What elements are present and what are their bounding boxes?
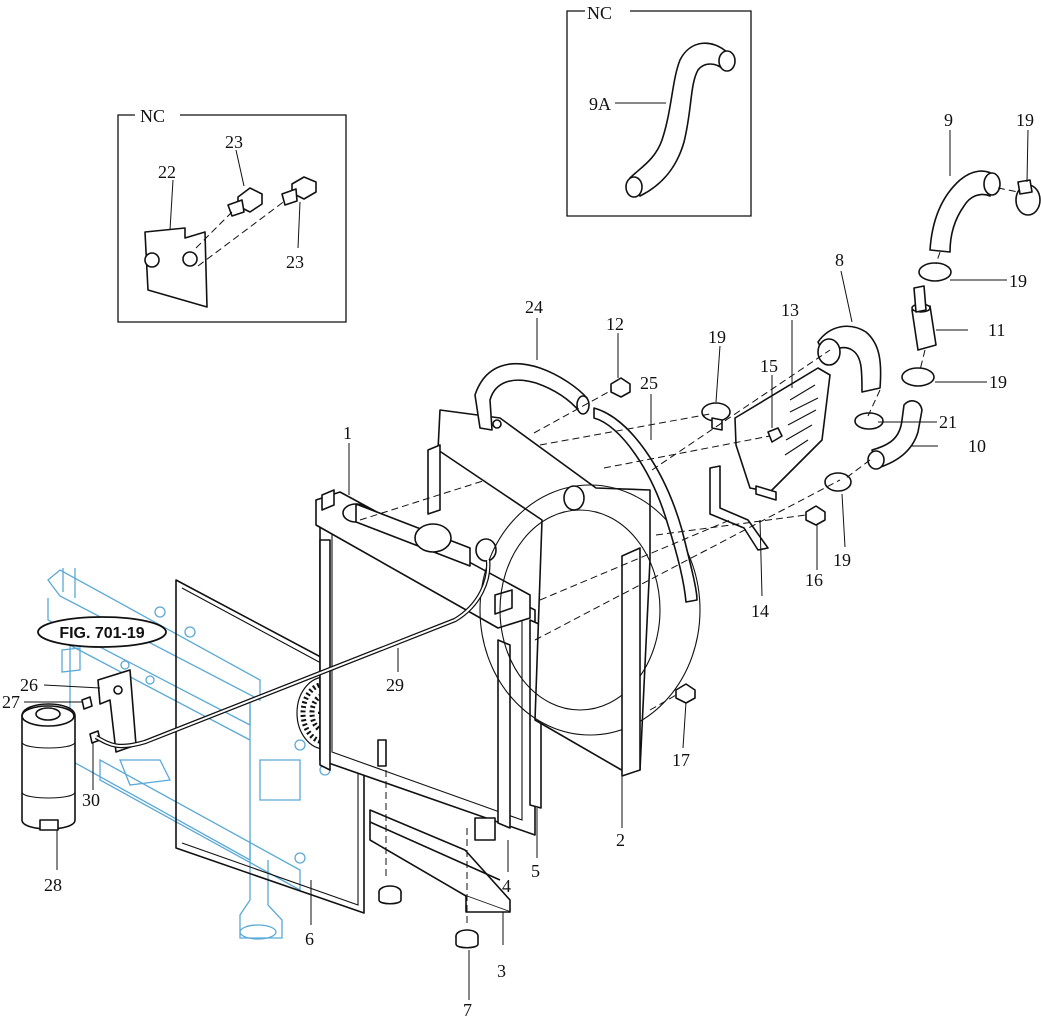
air-baffle [734, 367, 831, 501]
callout-3: 3 [497, 961, 506, 981]
assembly-line [195, 211, 233, 249]
callout-10: 10 [968, 436, 986, 456]
callout-22: 22 [158, 162, 176, 182]
inset-box-bracket: NC 22 23 23 [117, 106, 347, 323]
hose-fitting [81, 696, 93, 710]
callout-8: 8 [835, 250, 844, 270]
hose-clamp [854, 412, 884, 430]
callout-19-upper: 19 [1009, 271, 1027, 291]
mounting-bracket [709, 465, 769, 551]
callout-21: 21 [939, 412, 957, 432]
callout-19-clamp: 19 [708, 327, 726, 347]
bolt-12 [610, 377, 631, 398]
chassis-frame [47, 568, 331, 940]
radiator-cap [414, 523, 452, 553]
hose-clamp [918, 262, 952, 282]
callout-5: 5 [531, 861, 540, 881]
bolt-16 [805, 505, 826, 526]
callout-4: 4 [502, 876, 511, 896]
bolt [227, 187, 263, 217]
callout-14: 14 [751, 601, 769, 621]
radiator-base [369, 770, 511, 949]
overflow-hose [474, 362, 590, 431]
lower-hose [867, 400, 923, 470]
bolt [281, 176, 317, 206]
callout-13: 13 [781, 300, 799, 320]
callout-7: 7 [463, 1000, 472, 1020]
callout-29: 29 [386, 675, 404, 695]
callout-2: 2 [616, 830, 625, 850]
assembly-lines [359, 187, 1019, 711]
overflow-tube-core [95, 559, 490, 748]
plate-hole [144, 252, 160, 268]
inset-tag-nc: NC [587, 3, 612, 23]
callout-9: 9 [944, 110, 953, 130]
hose-clamp [701, 402, 731, 431]
radiator [315, 489, 542, 841]
tank-bracket [97, 669, 137, 753]
coolant-pipe [911, 285, 937, 351]
shroud-seal [593, 407, 698, 603]
figure-reference-label: FIG. 701-19 [59, 625, 144, 642]
rubber-cushion [455, 929, 479, 949]
callout-19-lower: 19 [989, 372, 1007, 392]
bolt-15 [767, 427, 783, 443]
hose-clamp [1015, 179, 1041, 216]
callout-27: 27 [2, 692, 20, 712]
callout-17: 17 [672, 750, 690, 770]
bolt-17 [675, 683, 696, 704]
callout-23-top: 23 [225, 132, 243, 152]
callout-12: 12 [606, 314, 624, 334]
callout-numbers: 1 2 3 4 5 6 7 8 9 10 11 12 13 14 15 16 1… [2, 110, 1034, 1020]
callout-leaders [24, 129, 1029, 1000]
callout-9a: 9A [589, 94, 611, 114]
upper-hose [817, 325, 882, 393]
callout-11: 11 [988, 320, 1005, 340]
callout-30: 30 [82, 790, 100, 810]
inset-box-hose: NC 9A [566, 3, 752, 217]
callout-19-top-right: 19 [1016, 110, 1034, 130]
hose-clamp [824, 472, 852, 492]
fan-shroud [427, 409, 701, 777]
callout-15: 15 [760, 356, 778, 376]
inset-tag-nc: NC [140, 106, 165, 126]
callout-23-bottom: 23 [286, 252, 304, 272]
hose-9a [629, 42, 729, 197]
assembly-line [197, 199, 287, 267]
inlet-hose [929, 170, 1001, 253]
callout-19-bottom: 19 [833, 550, 851, 570]
callout-25: 25 [640, 373, 658, 393]
mounting-plate [144, 227, 208, 308]
rubber-cushion [378, 885, 402, 905]
callout-28: 28 [44, 875, 62, 895]
reserve-tank [21, 703, 76, 831]
callout-6: 6 [305, 929, 314, 949]
callout-1: 1 [343, 423, 352, 443]
callout-24: 24 [525, 297, 543, 317]
figure-reference[interactable]: FIG. 701-19 [37, 616, 167, 648]
plate-hole [182, 251, 198, 267]
hose-clamp [901, 367, 935, 387]
callout-26: 26 [20, 675, 38, 695]
callout-16: 16 [805, 570, 823, 590]
